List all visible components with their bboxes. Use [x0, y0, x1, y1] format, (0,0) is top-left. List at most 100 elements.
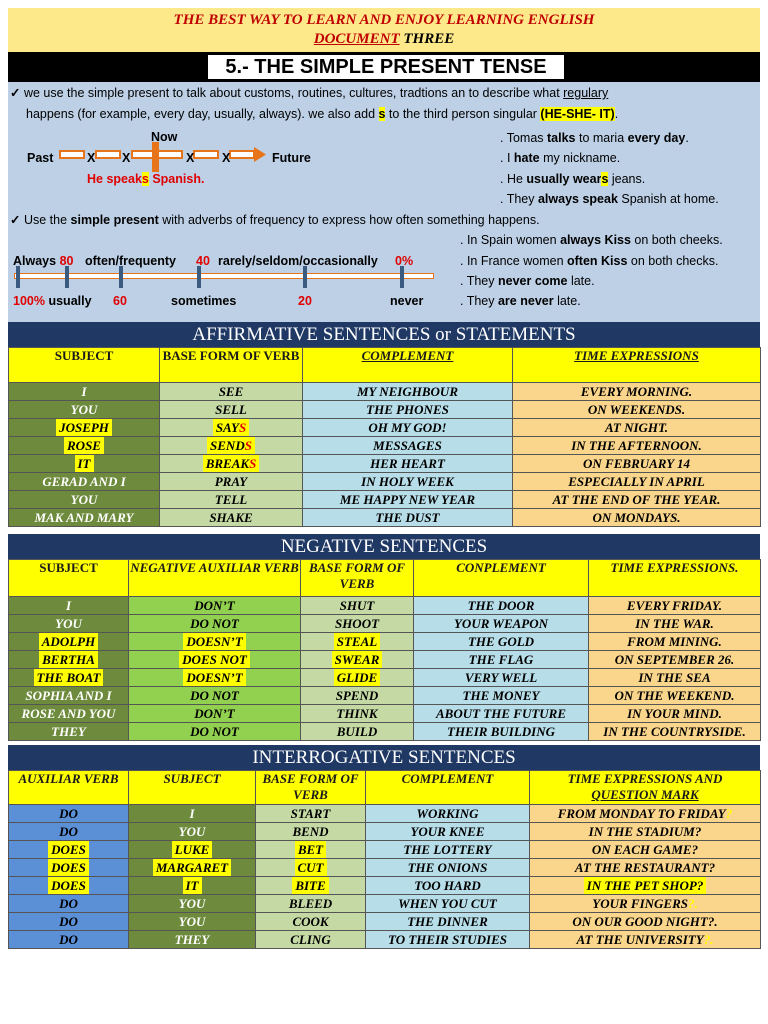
checkmark-icon: ✓ [10, 213, 21, 227]
cell-complement: MESSAGES [302, 436, 513, 455]
cell-complement: YOUR KNEE [365, 822, 530, 841]
table-row: YOU TELL ME HAPPY NEW YEAR AT THE END OF… [8, 490, 761, 509]
cell-verb: SEE [159, 382, 303, 401]
question-mark: ?. [703, 932, 714, 947]
interrogative-table: AUXILIAR VERB SUBJECT BASE FORM OF VERB … [8, 770, 761, 949]
auxiliary-highlight: DOES [48, 877, 89, 894]
cell-verb: BLEED [255, 894, 366, 913]
subject-highlight: ROSE [64, 437, 104, 454]
table-row: ROSE SENDS MESSAGES IN THE AFTERNOON. [8, 436, 761, 455]
auxiliary-highlight: DOESN’T [183, 633, 246, 650]
cell-complement: THE DUST [302, 508, 513, 527]
cell-verb: BITE [255, 876, 366, 895]
text: to the third person singular [385, 107, 541, 121]
table-row: I DON’T SHUT THE DOOR EVERY FRIDAY. [8, 596, 761, 615]
question-mark: ? [696, 878, 704, 893]
text-bold: simple present [70, 213, 159, 227]
auxiliary-highlight: DOES [48, 859, 89, 876]
text: Spanish at home. [617, 192, 719, 206]
text: on both checks. [627, 254, 719, 268]
text-bold: talks [547, 131, 576, 145]
header-line: QUESTION MARK [591, 787, 699, 802]
cell-complement: THE ONIONS [365, 858, 530, 877]
cell-subject: JOSEPH [8, 418, 160, 437]
cell-subject: YOU [128, 822, 256, 841]
text: . I [500, 151, 514, 165]
table-header-row: AUXILIAR VERB SUBJECT BASE FORM OF VERB … [8, 770, 761, 805]
frequency-tick [303, 266, 307, 288]
cell-complement: HER HEART [302, 454, 513, 473]
text: to maria [575, 131, 628, 145]
table-header-row: SUBJECT BASE FORM OF VERB COMPLEMENT TIM… [8, 347, 761, 383]
text-bold: are never [497, 294, 554, 308]
highlight-s: s [601, 172, 609, 186]
column-header: COMPLEMENT [365, 770, 530, 805]
cell-auxiliary: DO NOT [128, 722, 301, 741]
header-line: THE BEST WAY TO LEARN AND ENJOY LEARNING… [173, 12, 595, 28]
table-row: ADOLPH DOESN’T STEAL THE GOLD FROM MININ… [8, 632, 761, 651]
cell-auxiliary: DOESN’T [128, 632, 301, 651]
text: with adverbs of frequency to express how… [158, 213, 540, 227]
cell-complement: TO THEIR STUDIES [365, 930, 530, 949]
cell-time: IN THE PET SHOP? [529, 876, 761, 895]
cell-complement: THE FLAG [413, 650, 589, 669]
third-person-s: S [249, 456, 257, 471]
cell-subject: THE BOAT [8, 668, 129, 687]
cell-subject: GERAD AND I [8, 472, 160, 491]
text: . They [460, 274, 498, 288]
highlight-pronouns: (HE-SHE- IT) [540, 107, 615, 121]
example-line: . They are never late. [460, 294, 581, 308]
cell-verb: TELL [159, 490, 303, 509]
explanation-panel: ✓ we use the simple present to talk abou… [8, 82, 760, 322]
cell-auxiliary: DOES NOT [128, 650, 301, 669]
cell-time: ESPECIALLY IN APRIL [512, 472, 761, 491]
table-row: DOES MARGARET CUT THE ONIONS AT THE REST… [8, 858, 761, 877]
table-row: THEY DO NOT BUILD THEIR BUILDING IN THE … [8, 722, 761, 741]
cell-subject: BERTHA [8, 650, 129, 669]
timeline-example: He speaks Spanish. [87, 172, 204, 186]
table-row: GERAD AND I PRAY IN HOLY WEEK ESPECIALLY… [8, 472, 761, 491]
cell-subject: LUKE [128, 840, 256, 859]
table-row: YOU DO NOT SHOOT YOUR WEAPON IN THE WAR. [8, 614, 761, 633]
cell-time: IN THE SEA [588, 668, 761, 687]
table-row: DO YOU COOK THE DINNER ON OUR GOOD NIGHT… [8, 912, 761, 931]
cell-subject: YOU [8, 400, 160, 419]
cell-subject: MARGARET [128, 858, 256, 877]
cell-time: ON SEPTEMBER 26. [588, 650, 761, 669]
cell-complement: VERY WELL [413, 668, 589, 687]
subject-highlight: JOSEPH [56, 419, 112, 436]
verb-highlight: SAYS [212, 419, 250, 436]
cell-complement: THE LOTTERY [365, 840, 530, 859]
cell-complement: ABOUT THE FUTURE [413, 704, 589, 723]
cell-verb: START [255, 804, 366, 823]
number: 60 [113, 294, 127, 308]
x-mark: X [122, 151, 131, 165]
text: IN THE PET SHOP [586, 878, 697, 893]
highlight-s: s [378, 107, 386, 121]
label-often: often/frequenty [85, 254, 176, 268]
cell-subject: I [128, 804, 256, 823]
number: 40 [196, 254, 210, 268]
past-label: Past [27, 151, 54, 165]
text: Spanish. [148, 172, 205, 186]
example-line: . They always speak Spanish at home. [500, 192, 719, 206]
cell-time: IN THE AFTERNOON. [512, 436, 761, 455]
now-label: Now [151, 130, 178, 144]
verb-highlight: SWEAR [331, 651, 383, 668]
verb-highlight: GLIDE [333, 669, 381, 686]
cell-subject: IT [8, 454, 160, 473]
cell-time: ON MONDAYS. [512, 508, 761, 527]
text: late. [567, 274, 595, 288]
text: we use the simple present to talk about … [23, 86, 564, 100]
paragraph-2: happens (for example, every day, usually… [26, 107, 618, 121]
highlight-s: s [141, 172, 149, 186]
cell-complement: THE DINNER [365, 912, 530, 931]
time-highlight: IN THE PET SHOP? [583, 877, 707, 894]
negative-table: SUBJECT NEGATIVE AUXILIAR VERB BASE FORM… [8, 559, 761, 741]
example-line: . He usually wears jeans. [500, 172, 645, 186]
number: 80 [59, 254, 74, 268]
cell-complement: OH MY GOD! [302, 418, 513, 437]
text: . They [500, 192, 538, 206]
affirmative-table: SUBJECT BASE FORM OF VERB COMPLEMENT TIM… [8, 347, 761, 527]
text: BREAK [205, 456, 250, 471]
